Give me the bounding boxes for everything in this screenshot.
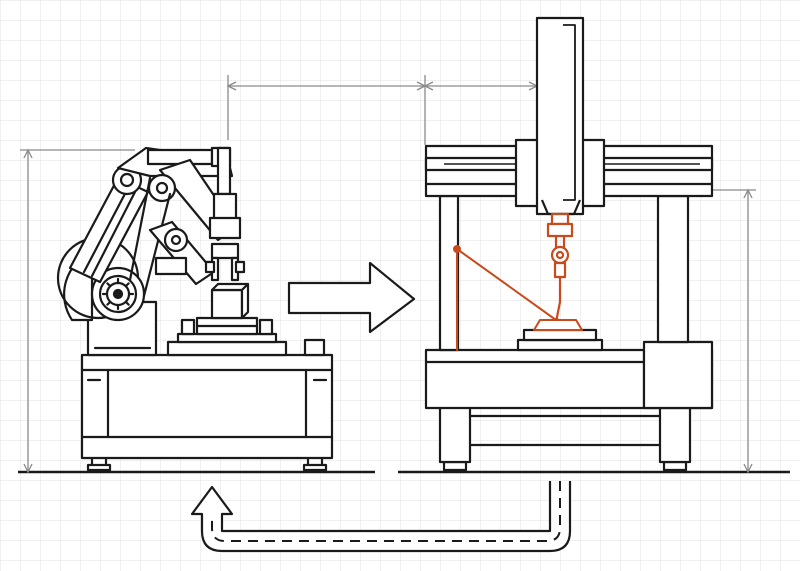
measuring-machine [424,16,714,472]
measurement-frame [453,245,583,351]
robot-arm [56,146,334,472]
flow-arrow [287,261,416,334]
dimension-lines [20,75,756,474]
shoulder-gear-icon [101,277,135,311]
return-arrow [190,481,572,553]
